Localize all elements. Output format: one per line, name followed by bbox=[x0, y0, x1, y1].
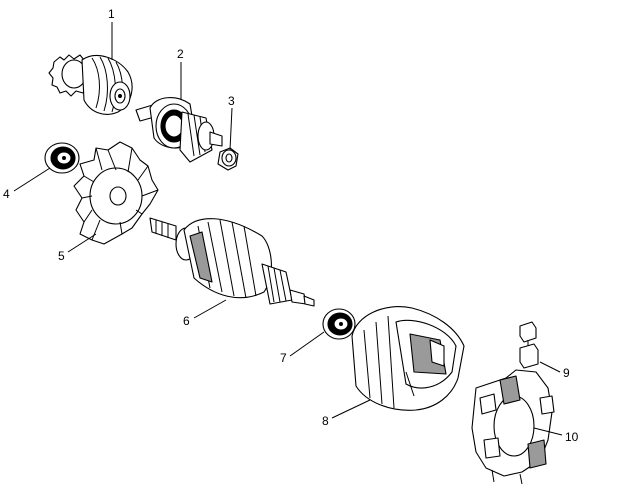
callout-labels: 1 2 3 4 5 6 7 8 9 10 bbox=[3, 7, 579, 444]
callout-4: 4 bbox=[3, 187, 10, 201]
part-3-bushing[interactable] bbox=[217, 147, 239, 171]
callout-1: 1 bbox=[108, 7, 115, 21]
part-10-brush-holder[interactable] bbox=[471, 369, 555, 485]
part-4-bearing[interactable] bbox=[44, 142, 80, 174]
callout-2: 2 bbox=[177, 47, 184, 61]
callout-3: 3 bbox=[228, 94, 235, 108]
callout-9: 9 bbox=[563, 366, 570, 380]
callout-6: 6 bbox=[183, 314, 190, 328]
part-9-carbon-brush[interactable] bbox=[519, 321, 539, 369]
part-5-fan[interactable] bbox=[73, 141, 159, 245]
callout-10: 10 bbox=[565, 430, 579, 444]
part-2-spindle-gear[interactable] bbox=[135, 97, 223, 163]
callout-7: 7 bbox=[280, 351, 287, 365]
callout-5: 5 bbox=[58, 249, 65, 263]
part-8-field[interactable] bbox=[351, 306, 465, 411]
part-7-bearing[interactable] bbox=[322, 308, 356, 340]
part-1-chuck[interactable] bbox=[48, 54, 133, 115]
part-6-armature[interactable] bbox=[149, 217, 315, 307]
leader-lines bbox=[13, 22, 563, 436]
callout-8: 8 bbox=[322, 414, 329, 428]
